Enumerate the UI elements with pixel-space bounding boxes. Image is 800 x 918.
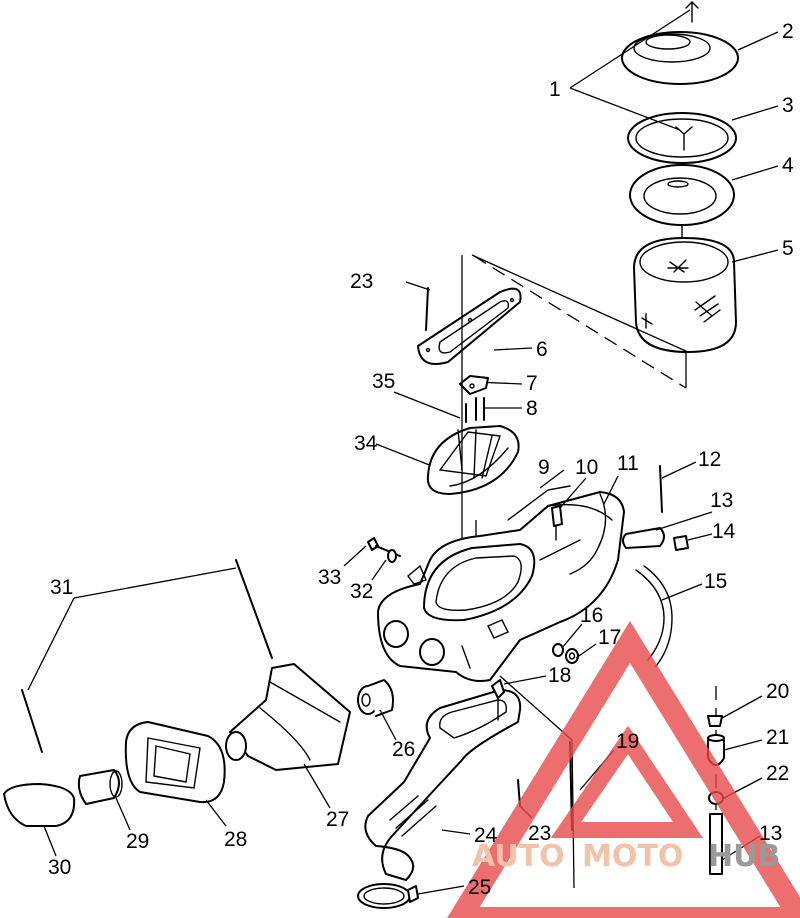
plate-7 [459, 375, 489, 395]
callout-20: 20 [766, 680, 789, 703]
callout-9: 9 [538, 456, 550, 479]
callout-27: 27 [326, 808, 349, 831]
bracket-34-35 [426, 425, 520, 495]
mount-gasket-6 [417, 287, 522, 365]
callout-32: 32 [350, 580, 373, 603]
callout-14: 14 [712, 520, 736, 543]
wing-nut-top [685, 1, 699, 23]
duct-24 [364, 689, 522, 881]
straps-31 [21, 559, 273, 753]
tube-13-14 [622, 527, 689, 551]
callout-28: 28 [224, 828, 247, 851]
callout-13-upper: 13 [710, 489, 733, 512]
frame-28 [124, 721, 226, 804]
tube-29 [77, 769, 123, 805]
callout-19: 19 [616, 730, 639, 753]
air-box-body [377, 485, 625, 682]
callout-4: 4 [782, 154, 794, 177]
watermark-moto: MOTO [582, 839, 683, 874]
pad-30 [3, 783, 76, 827]
filter-stack [621, 1, 739, 353]
callout-12: 12 [698, 448, 721, 471]
callout-13-lower: 13 [759, 822, 782, 845]
callout-15: 15 [704, 570, 727, 593]
leaders-upper [375, 9, 779, 467]
grommet-26 [357, 679, 394, 717]
watermark-hub: HUB [708, 839, 780, 874]
callout-23-lower: 23 [528, 822, 551, 845]
callout-5: 5 [782, 237, 794, 260]
drain-10 [551, 505, 563, 541]
callout-21: 21 [766, 726, 789, 749]
callout-8: 8 [526, 397, 538, 420]
callout-11: 11 [617, 452, 639, 475]
callout-2: 2 [782, 20, 794, 43]
callout-17: 17 [598, 626, 621, 649]
callout-18: 18 [548, 664, 571, 687]
callout-26: 26 [392, 738, 415, 761]
callout-24: 24 [474, 824, 498, 847]
washers-16-17 [552, 643, 579, 664]
callout-34: 34 [354, 432, 378, 455]
callout-25: 25 [468, 876, 491, 899]
callout-7: 7 [526, 372, 538, 395]
callout-22: 22 [766, 762, 789, 785]
callout-16: 16 [580, 604, 603, 627]
callout-3: 3 [782, 94, 794, 117]
gasket-3 [627, 112, 737, 164]
bolt-12 [659, 465, 663, 513]
fitting-18 [491, 679, 505, 721]
clamp-25 [357, 883, 419, 909]
watermark-auto: AUTO [472, 839, 565, 874]
callout-33: 33 [318, 566, 341, 589]
callout-23-upper: 23 [350, 270, 373, 293]
callout-29: 29 [126, 830, 149, 853]
watermark-logo [447, 621, 800, 918]
filter-cover [621, 31, 739, 85]
watermark: AUTO MOTO HUB [447, 621, 800, 918]
bolt-33 [367, 537, 401, 563]
callout-6: 6 [536, 338, 548, 361]
callout-labels: 1 2 3 4 5 6 7 8 9 10 11 12 13 13 14 15 1… [48, 20, 794, 899]
bolts-8-23 [425, 287, 485, 423]
hose-15 [635, 565, 673, 667]
alignment-lines [461, 254, 689, 580]
callout-31: 31 [50, 576, 73, 599]
boot-27 [225, 663, 351, 771]
callout-1: 1 [549, 78, 561, 101]
callout-30: 30 [48, 856, 71, 879]
air-filter-5 [633, 237, 737, 353]
callout-35: 35 [372, 370, 395, 393]
callout-10: 10 [575, 456, 598, 479]
